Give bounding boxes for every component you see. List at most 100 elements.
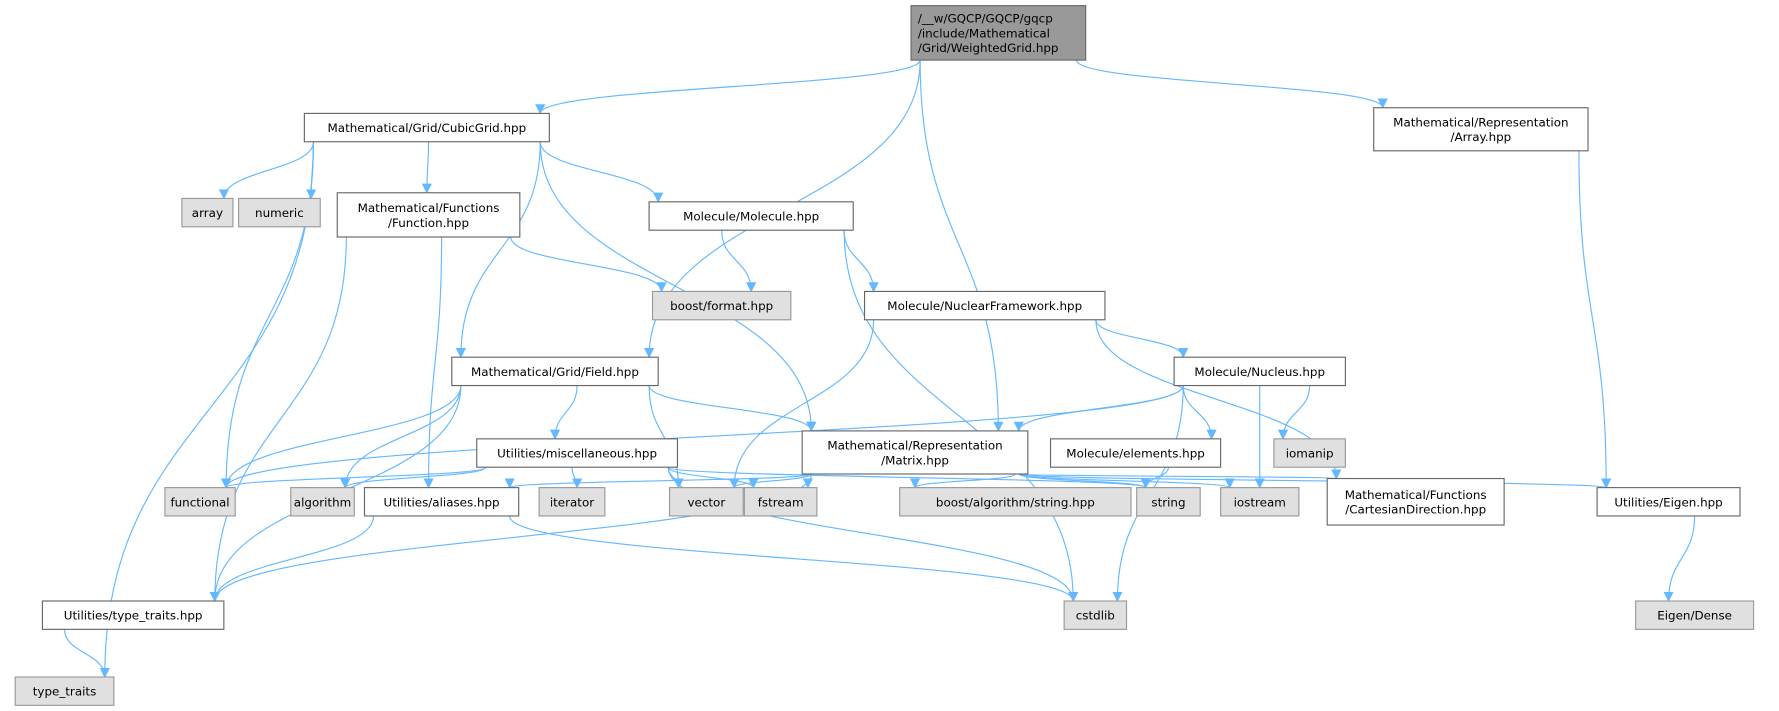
node-algorithm: algorithm <box>290 487 355 517</box>
node-box <box>336 192 521 238</box>
node-label: iomanip <box>1286 447 1334 461</box>
edge-matrix-to-bstring <box>910 473 1016 489</box>
edge-cubic-to-matrix <box>539 141 817 432</box>
node-function[interactable]: Mathematical/Functions/Function.hpp <box>336 192 521 238</box>
edge-cubic-to-function <box>421 141 432 194</box>
node-label: type_traits <box>33 685 97 699</box>
edge-wg-to-matrix <box>919 60 1004 432</box>
node-label: Mathematical/Functions <box>1345 488 1487 502</box>
node-label: numeric <box>255 206 304 220</box>
node-box <box>863 290 1106 321</box>
node-box <box>899 487 1132 517</box>
node-cartesian[interactable]: Mathematical/Functions/CartesianDirectio… <box>1326 477 1505 526</box>
node-bstring: boost/algorithm/string.hpp <box>899 487 1132 517</box>
edge-matrix-to-cartesian <box>1018 468 1341 480</box>
node-label: Mathematical/Grid/CubicGrid.hpp <box>328 121 527 135</box>
node-box <box>363 487 520 517</box>
node-box <box>476 438 679 468</box>
node-label: vector <box>688 495 726 509</box>
node-misc[interactable]: Utilities/miscellaneous.hpp <box>476 438 679 468</box>
node-label: /Array.hpp <box>1450 130 1511 144</box>
edge-matrix-to-eigen <box>1018 473 1611 489</box>
edge-nucleus-to-elements <box>1182 385 1217 440</box>
edge-cubic-to-field <box>455 141 541 359</box>
node-box <box>290 487 355 517</box>
edge-cubic-to-functional <box>221 141 315 489</box>
node-label: /__w/GQCP/GQCP/gqcp <box>918 12 1053 26</box>
edge-ttraits_hpp-to-ttraits <box>63 629 110 679</box>
node-label: Utilities/miscellaneous.hpp <box>497 447 657 461</box>
node-box <box>451 356 659 387</box>
node-functional: functional <box>164 487 236 517</box>
node-label: iterator <box>550 495 594 509</box>
node-label: Mathematical/Representation <box>1393 115 1568 129</box>
node-field[interactable]: Mathematical/Grid/Field.hpp <box>451 356 659 387</box>
node-label: Molecule/NuclearFramework.hpp <box>887 299 1082 313</box>
node-label: algorithm <box>294 495 351 509</box>
node-nf[interactable]: Molecule/NuclearFramework.hpp <box>863 290 1106 321</box>
node-label: string <box>1151 495 1185 509</box>
node-nucleus[interactable]: Molecule/Nucleus.hpp <box>1173 356 1346 387</box>
node-label: Eigen/Dense <box>1657 609 1732 623</box>
node-box <box>648 201 854 231</box>
node-box <box>1063 600 1128 630</box>
edge-matrix-to-aliases <box>504 473 812 489</box>
edge-misc-to-iterator <box>571 467 583 489</box>
edge-field-to-matrix <box>648 385 817 432</box>
node-bformat: boost/format.hpp <box>651 290 792 321</box>
node-array_hpp[interactable]: Mathematical/Representation/Array.hpp <box>1373 107 1589 152</box>
node-box <box>1373 107 1589 152</box>
edge-wg-to-array_hpp <box>1076 59 1388 109</box>
edge-elements-to-string <box>1140 467 1170 489</box>
node-label: Molecule/Nucleus.hpp <box>1194 365 1325 379</box>
node-box <box>181 197 234 228</box>
node-ttraits: type_traits <box>14 676 115 706</box>
node-box <box>1326 477 1505 526</box>
edge-nucleus-to-iomanip <box>1277 385 1311 440</box>
node-wg: /__w/GQCP/GQCP/gqcp/include/Mathematical… <box>910 5 1087 61</box>
node-vector: vector <box>668 487 744 517</box>
edge-field-to-vector <box>648 385 684 489</box>
node-elements[interactable]: Molecule/elements.hpp <box>1049 438 1222 468</box>
edge-molecule-to-nf <box>843 230 879 293</box>
node-box <box>1136 487 1201 517</box>
node-eigen[interactable]: Utilities/Eigen.hpp <box>1596 487 1741 517</box>
node-box <box>651 290 792 321</box>
edge-cubic-to-ttraits <box>99 141 315 679</box>
node-box <box>238 197 321 228</box>
node-cstdlib: cstdlib <box>1063 600 1128 630</box>
node-label: /Function.hpp <box>388 216 469 230</box>
node-molecule[interactable]: Molecule/Molecule.hpp <box>648 201 854 231</box>
node-label: Molecule/Molecule.hpp <box>683 210 819 224</box>
node-array: array <box>181 197 234 228</box>
node-label: /include/Mathematical <box>918 26 1050 40</box>
node-ttraits_hpp[interactable]: Utilities/type_traits.hpp <box>41 600 225 630</box>
edge-array_hpp-to-eigen <box>1578 150 1612 489</box>
edge-cubic-to-molecule <box>539 141 664 203</box>
node-label: array <box>192 206 223 220</box>
node-label: Mathematical/Representation <box>827 439 1002 453</box>
node-label: cstdlib <box>1076 609 1115 623</box>
edge-misc-to-fstream <box>667 466 759 489</box>
node-matrix[interactable]: Mathematical/Representation/Matrix.hpp <box>801 430 1029 475</box>
edge-function-to-bformat <box>510 236 667 293</box>
edge-field-to-functional <box>221 385 462 489</box>
edge-aliases-to-cstdlib <box>509 515 1079 603</box>
node-label: iostream <box>1234 495 1286 509</box>
node-iostream: iostream <box>1220 487 1300 517</box>
edge-nf-to-nucleus <box>1095 319 1189 359</box>
node-label: boost/format.hpp <box>670 299 773 313</box>
node-box <box>41 600 225 630</box>
edges-layer <box>63 59 1696 679</box>
node-aliases[interactable]: Utilities/aliases.hpp <box>363 487 520 517</box>
node-label: Molecule/elements.hpp <box>1066 447 1205 461</box>
node-label: fstream <box>758 495 804 509</box>
edge-molecule-to-cstdlib <box>843 230 1079 603</box>
edge-field-to-algorithm <box>340 385 462 489</box>
edge-nf-to-vector <box>729 319 875 489</box>
node-cubic[interactable]: Mathematical/Grid/CubicGrid.hpp <box>303 112 550 143</box>
node-box <box>538 487 606 517</box>
edge-function-to-ttraits_hpp <box>209 236 347 603</box>
node-box <box>1220 487 1300 517</box>
